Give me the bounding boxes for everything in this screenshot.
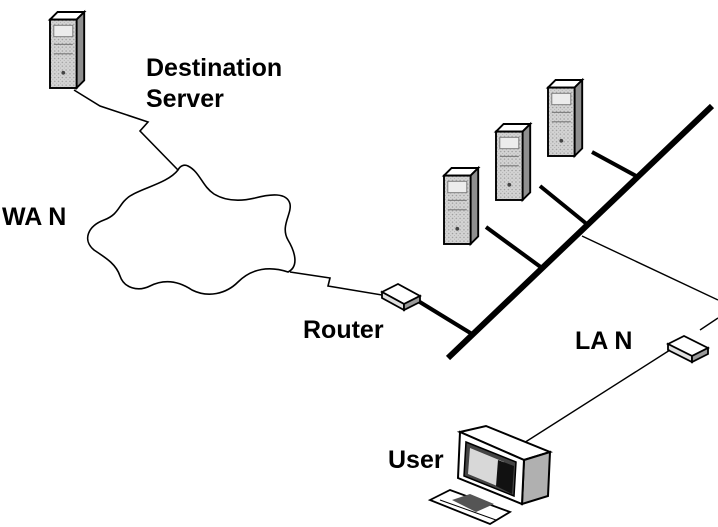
router-label: Router	[303, 316, 384, 344]
wan-link-router	[289, 271, 389, 297]
destination-server-label-line2: Server	[146, 85, 224, 113]
computer-icon	[456, 424, 553, 506]
cloud-icon	[86, 164, 296, 295]
keyboard-icon	[427, 489, 513, 526]
lan-label: LA N	[575, 327, 633, 355]
lan-backbone	[445, 103, 715, 361]
server-icon	[443, 167, 480, 245]
server-icon	[49, 11, 86, 89]
destination-server-label: Destination	[146, 54, 283, 82]
wan-link-destination	[73, 89, 179, 171]
server-icon	[547, 79, 584, 157]
wan-label: WA N	[2, 203, 67, 231]
router-icon	[380, 282, 422, 312]
server-icon	[495, 123, 532, 201]
router-icon	[665, 334, 711, 364]
user-label: User	[388, 446, 444, 474]
